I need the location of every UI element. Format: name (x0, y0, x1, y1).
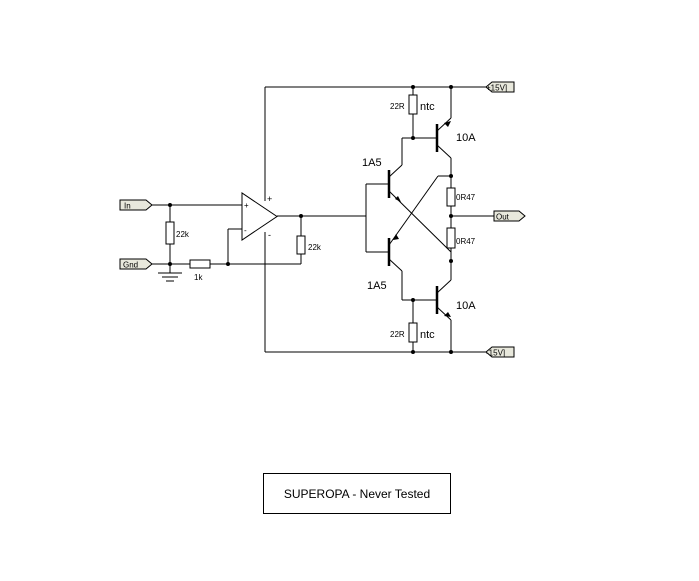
port-vneg: -15V] (485, 346, 515, 358)
q-drv-top-label: 1A5 (362, 157, 382, 169)
diagram-title: SUPEROPA - Never Tested (283, 486, 431, 501)
transistor-driver-bottom (387, 175, 451, 301)
transistor-output-top (435, 87, 453, 188)
r-emit-top-label: 0R47 (456, 193, 476, 202)
transistor-output-bottom (435, 261, 452, 352)
opamp (241, 192, 278, 241)
resistor-22R-top (408, 87, 418, 140)
inverting-input-wire (227, 228, 242, 264)
port-out: Out (493, 210, 526, 222)
port-vpos: +15V] (485, 81, 515, 93)
r-fb-label: 22k (308, 243, 322, 252)
q-drv-bot-label: 1A5 (367, 280, 387, 292)
port-gnd: Gnd (119, 258, 153, 270)
opamp-output-wire (277, 214, 366, 218)
port-vneg-label: -15V] (486, 349, 505, 358)
q-out-top-label: 10A (456, 132, 476, 144)
r-emit-bot-label: 0R47 (456, 237, 476, 246)
ntc-bot-label: ntc (420, 329, 435, 341)
transistor-driver-top (387, 137, 452, 253)
port-in-label: In (124, 202, 131, 211)
port-out-label: Out (496, 213, 510, 222)
resistor-0R47-top (446, 187, 456, 228)
output-node (449, 214, 494, 218)
ntc-top-label: ntc (420, 101, 435, 113)
opamp-supply-minus-label: - (268, 230, 271, 240)
driver-base-bus (365, 183, 388, 253)
port-vpos-label: +15V] (486, 84, 507, 93)
input-wire (152, 203, 242, 207)
resistor-22R-bottom (408, 298, 418, 354)
ground-icon (158, 272, 182, 282)
r-in-label: 22k (176, 230, 190, 239)
port-in: In (119, 199, 153, 211)
r-bot-label: 22R (390, 330, 405, 339)
title-box: SUPEROPA - Never Tested (263, 473, 451, 514)
resistor-1k (189, 259, 301, 269)
negative-rail (264, 237, 486, 354)
resistor-22k-input (165, 205, 175, 264)
r-top-label: 22R (390, 102, 405, 111)
resistor-22k-feedback (296, 216, 306, 264)
r-gnd-label: 1k (194, 273, 203, 282)
opamp-minus-label: - (244, 226, 247, 235)
ground-wire (152, 262, 190, 273)
positive-rail (264, 85, 486, 193)
port-gnd-label: Gnd (123, 261, 138, 270)
opamp-plus-label: + (244, 201, 249, 210)
q-out-bot-label: 10A (456, 300, 476, 312)
opamp-supply-plus-label: + (267, 194, 272, 204)
